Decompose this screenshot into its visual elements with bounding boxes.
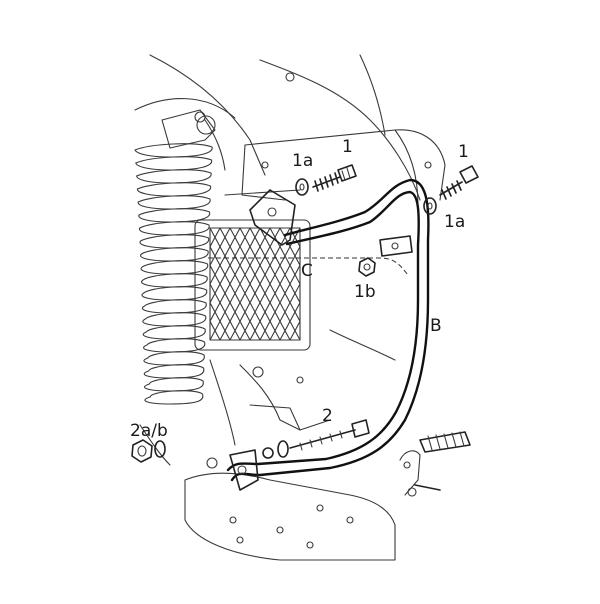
label-1a-right: 1a — [444, 212, 465, 232]
spring-coil — [142, 299, 207, 314]
crash-bar-B — [226, 178, 430, 491]
motorcycle-frame-outline — [134, 54, 446, 206]
spring-coil — [138, 208, 211, 223]
spring-coil — [143, 351, 205, 366]
mesh-line — [279, 301, 300, 340]
spring-coil — [144, 390, 204, 405]
label-1a-left: 1a — [292, 151, 313, 171]
mesh-line — [269, 282, 300, 340]
nut-1b — [358, 257, 376, 277]
spring-coil — [134, 143, 213, 158]
spring-coil — [139, 247, 209, 262]
spring-coil — [136, 182, 212, 197]
spring-coil — [144, 377, 204, 392]
spring-coil — [138, 221, 210, 236]
spring-coil — [135, 156, 213, 171]
bolt-1-left — [312, 164, 357, 192]
nut-2ab — [131, 439, 218, 469]
mesh-line — [299, 338, 300, 340]
bolt-1-right — [439, 165, 479, 200]
radiator-grille — [194, 219, 311, 351]
spring-coil — [142, 312, 207, 327]
label-2: 2 — [322, 406, 333, 426]
label-B: B — [430, 316, 442, 336]
label-2ab: 2a/b — [130, 421, 168, 441]
bolt-2 — [262, 419, 370, 459]
mesh-line — [249, 245, 300, 340]
mesh-line — [269, 228, 300, 286]
label-1b: 1b — [354, 282, 376, 302]
spring-coil — [142, 325, 206, 340]
washer-1a-left — [295, 178, 309, 196]
spring-coil — [139, 234, 210, 249]
mesh-line — [279, 228, 300, 267]
spring-coil — [143, 364, 205, 379]
label-C: C — [301, 261, 313, 281]
spring-coil — [137, 195, 211, 210]
washer-1a-right — [423, 197, 437, 215]
skid-plate — [184, 329, 396, 561]
reference-line-C — [208, 257, 409, 276]
label-1-left: 1 — [342, 137, 353, 157]
mesh-line — [259, 264, 300, 340]
spring-coil — [140, 260, 209, 275]
spring-coil — [141, 273, 208, 288]
footpeg — [399, 431, 471, 497]
shock-absorber — [134, 109, 216, 466]
spring-coil — [136, 169, 212, 184]
label-1-right: 1 — [458, 142, 469, 162]
mesh-line — [299, 228, 300, 230]
spring-coil — [141, 286, 208, 301]
